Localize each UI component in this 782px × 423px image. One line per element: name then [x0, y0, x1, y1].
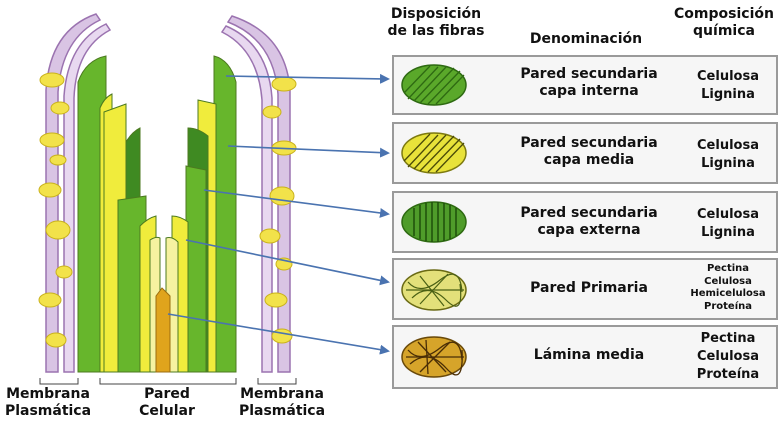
- fiber-disk-primary: [402, 270, 466, 310]
- cell-wall-right: [166, 56, 236, 372]
- fiber-disk-inner-secondary: [402, 65, 466, 105]
- cell-wall-left: [78, 56, 160, 372]
- fiber-disk-middle-lamella: [402, 337, 466, 377]
- fiber-disk-middle-secondary: [402, 133, 466, 173]
- arrow-inner-secondary: [226, 76, 388, 79]
- arrow-middle-secondary: [228, 146, 388, 153]
- fiber-disk-outer-secondary: [402, 202, 466, 242]
- bottom-brackets: [40, 378, 296, 384]
- middle-lamella-column: [156, 288, 170, 372]
